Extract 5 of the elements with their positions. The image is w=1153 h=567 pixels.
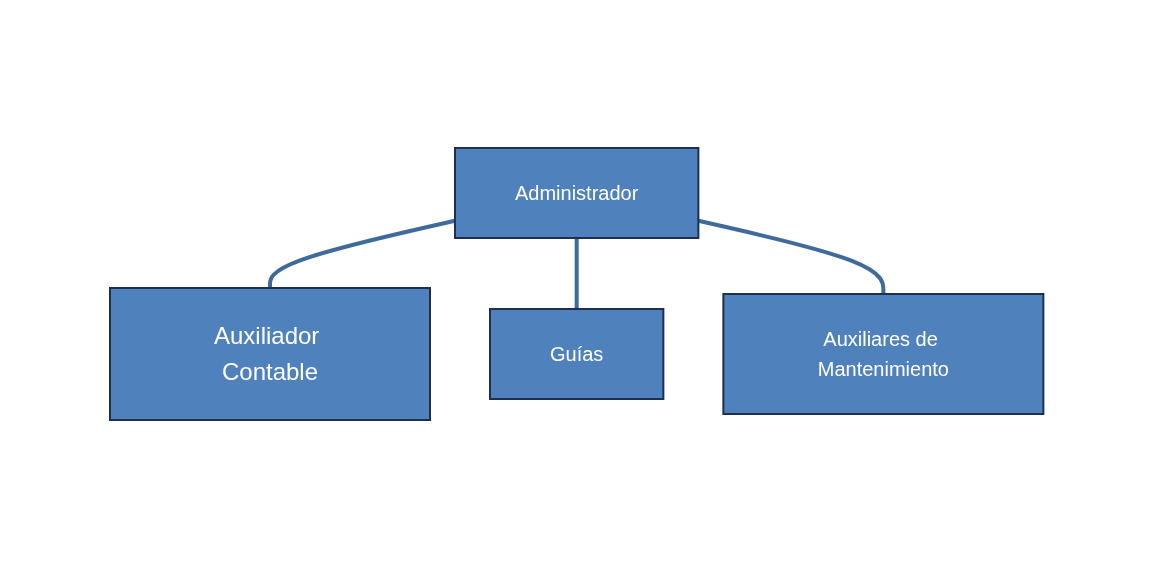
node-box: Guías [488, 307, 665, 400]
node-box: Administrador [453, 146, 700, 239]
connector [574, 237, 579, 309]
node-box: Auxiliares de Mantenimiento [722, 292, 1045, 415]
node-box: Auxiliador Contable [108, 286, 431, 421]
